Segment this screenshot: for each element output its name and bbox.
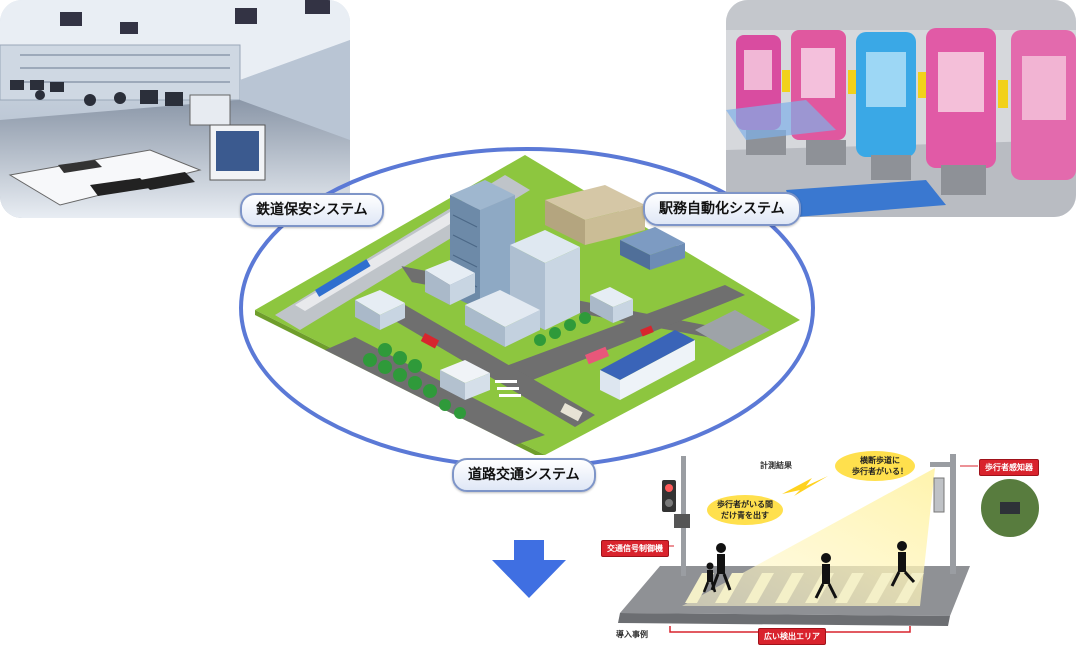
detection-area-tag: 広い検出エリア bbox=[758, 628, 826, 645]
down-arrow-icon bbox=[492, 540, 566, 598]
crossing-alert-bubble: 横断歩道に 歩行者がいる！ bbox=[852, 456, 908, 476]
measurement-result-label: 計測結果 bbox=[760, 461, 792, 470]
city-illustration bbox=[255, 155, 800, 455]
pedestrian-sensor-tag: 歩行者感知器 bbox=[979, 459, 1039, 476]
signal-hold-bubble: 歩行者がいる間 だけ青を出す bbox=[717, 500, 773, 520]
example-label: 導入事例 bbox=[616, 630, 648, 639]
railway-safety-label: 鉄道保安システム bbox=[240, 193, 384, 227]
road-traffic-label: 道路交通システム bbox=[452, 458, 596, 492]
pedestrian-detection-illustration bbox=[618, 451, 1041, 633]
control-room-photo bbox=[0, 0, 350, 218]
station-automation-label: 駅務自動化システム bbox=[643, 192, 801, 226]
ticket-gate-photo bbox=[726, 0, 1076, 217]
traffic-controller-tag: 交通信号制御機 bbox=[601, 540, 669, 557]
